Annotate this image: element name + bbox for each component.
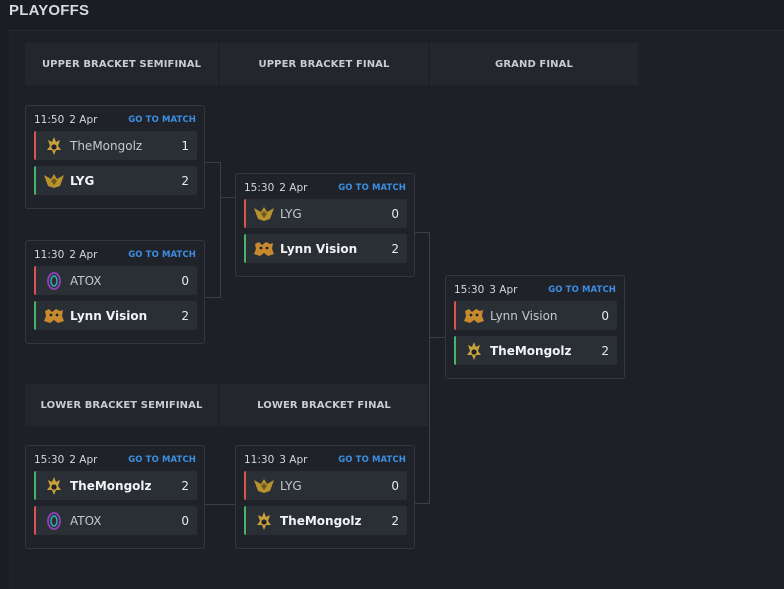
match-date: 2 Apr [69,114,98,126]
match-time: 15:30 [454,284,485,296]
match-time: 11:50 [34,114,65,126]
team-score: 2 [181,173,189,188]
team-score: 2 [391,513,399,528]
team-row[interactable]: Lynn Vision 0 [454,301,617,330]
match-time: 15:30 [244,182,275,194]
team-row[interactable]: Lynn Vision 2 [34,301,197,330]
match-card: 15:30 2 Apr GO TO MATCH LYG 0 Lynn Visio… [235,173,415,277]
match-time: 11:30 [244,454,275,466]
match-meta: 11:30 2 Apr GO TO MATCH [34,248,196,262]
team-row[interactable]: TheMongolz 2 [244,506,407,535]
go-to-match-link[interactable]: GO TO MATCH [338,455,406,465]
team-name: LYG [70,173,95,188]
mongolz-logo-icon [463,340,485,362]
match-date: 3 Apr [489,284,518,296]
match-date: 2 Apr [69,454,98,466]
team-score: 0 [601,308,609,323]
lynn-vision-logo-icon [463,305,485,327]
atox-logo-icon [43,270,65,292]
lyg-logo-icon [43,170,65,192]
team-name: LYG [280,478,302,493]
match-meta: 15:30 2 Apr GO TO MATCH [244,181,406,195]
page-title: PLAYOFFS [9,2,90,19]
header-upper-bracket-semifinal: UPPER BRACKET SEMIFINAL [25,43,218,85]
header-upper-bracket-final: UPPER BRACKET FINAL [220,43,428,85]
match-card: 11:30 3 Apr GO TO MATCH LYG 0 TheMongolz… [235,445,415,549]
header-lower-bracket-final: LOWER BRACKET FINAL [220,384,428,426]
go-to-match-link[interactable]: GO TO MATCH [548,285,616,295]
team-row[interactable]: ATOX 0 [34,506,197,535]
connector-line [205,297,221,298]
match-date: 3 Apr [279,454,308,466]
team-score: 0 [391,206,399,221]
team-row[interactable]: Lynn Vision 2 [244,234,407,263]
mongolz-logo-icon [43,135,65,157]
team-row[interactable]: TheMongolz 2 [34,471,197,500]
team-score: 2 [601,343,609,358]
lyg-logo-icon [253,203,275,225]
match-card: 15:30 3 Apr GO TO MATCH Lynn Vision 0 Th… [445,275,625,379]
match-meta: 15:30 3 Apr GO TO MATCH [454,283,616,297]
lyg-logo-icon [253,475,275,497]
match-time: 11:30 [34,249,65,261]
match-card: 11:30 2 Apr GO TO MATCH ATOX 0 Lynn Visi… [25,240,205,344]
match-time: 15:30 [34,454,65,466]
team-row[interactable]: LYG 0 [244,199,407,228]
header-grand-final: GRAND FINAL [430,43,638,85]
connector-line [430,337,446,338]
team-name: LYG [280,206,302,221]
team-name: TheMongolz [70,478,152,493]
connector-line [205,162,221,163]
atox-logo-icon [43,510,65,532]
mongolz-logo-icon [253,510,275,532]
lynn-vision-logo-icon [43,305,65,327]
match-date: 2 Apr [279,182,308,194]
team-row[interactable]: TheMongolz 1 [34,131,197,160]
match-meta: 11:50 2 Apr GO TO MATCH [34,113,196,127]
connector-line [415,232,430,233]
match-meta: 11:30 3 Apr GO TO MATCH [244,453,406,467]
mongolz-logo-icon [43,475,65,497]
go-to-match-link[interactable]: GO TO MATCH [338,183,406,193]
go-to-match-link[interactable]: GO TO MATCH [128,115,196,125]
team-row[interactable]: TheMongolz 2 [454,336,617,365]
match-date: 2 Apr [69,249,98,261]
connector-line [220,162,221,298]
connector-line [221,197,236,198]
team-name: Lynn Vision [70,308,148,323]
lynn-vision-logo-icon [253,238,275,260]
team-score: 0 [391,478,399,493]
match-card: 11:50 2 Apr GO TO MATCH TheMongolz 1 LYG… [25,105,205,209]
connector-line [415,503,430,504]
header-lower-bracket-semifinal: LOWER BRACKET SEMIFINAL [25,384,218,426]
team-name: Lynn Vision [280,241,358,256]
team-score: 2 [181,478,189,493]
team-score: 0 [181,513,189,528]
go-to-match-link[interactable]: GO TO MATCH [128,455,196,465]
team-row[interactable]: LYG 2 [34,166,197,195]
connector-line [205,504,236,505]
team-score: 0 [181,273,189,288]
match-meta: 15:30 2 Apr GO TO MATCH [34,453,196,467]
team-score: 2 [391,241,399,256]
team-row[interactable]: ATOX 0 [34,266,197,295]
team-name: TheMongolz [490,343,572,358]
team-name: TheMongolz [70,138,143,153]
team-row[interactable]: LYG 0 [244,471,407,500]
match-card: 15:30 2 Apr GO TO MATCH TheMongolz 2 ATO… [25,445,205,549]
go-to-match-link[interactable]: GO TO MATCH [128,250,196,260]
team-name: ATOX [70,513,102,528]
team-score: 1 [181,138,189,153]
team-name: TheMongolz [280,513,362,528]
team-name: Lynn Vision [490,308,558,323]
team-name: ATOX [70,273,102,288]
connector-line [429,232,430,504]
team-score: 2 [181,308,189,323]
